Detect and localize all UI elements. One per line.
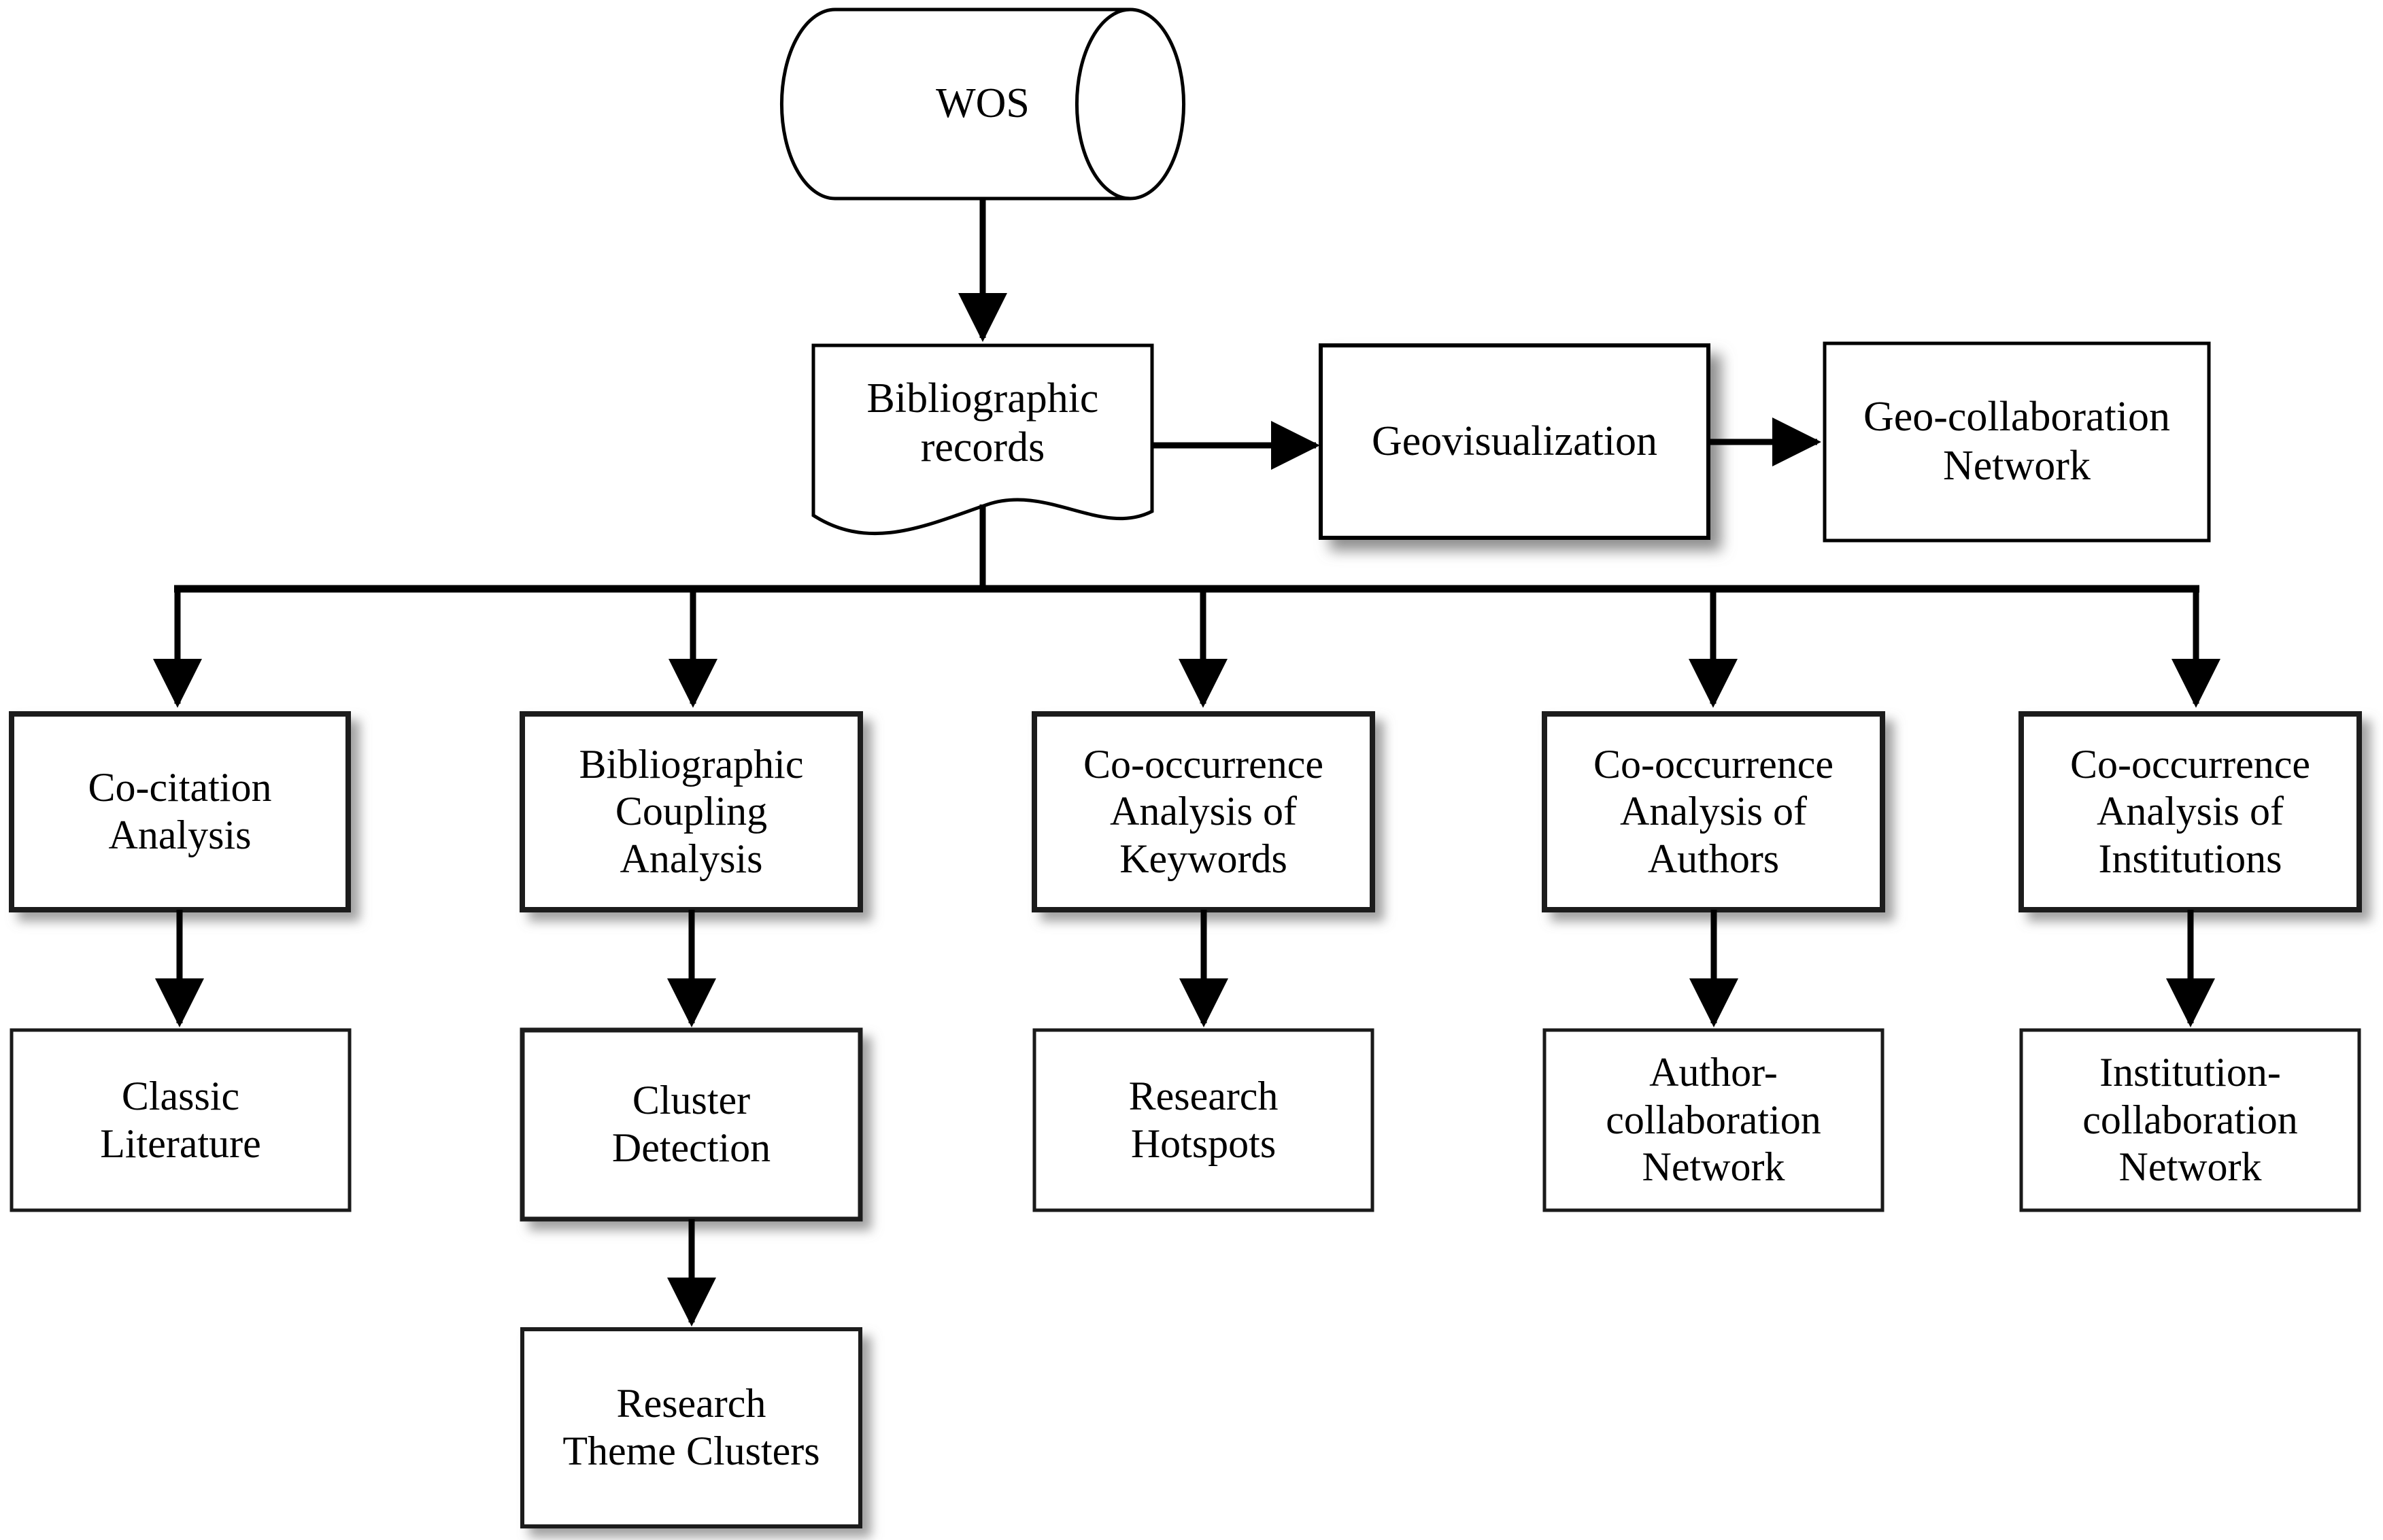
node-classic-literature[interactable]: [10, 1028, 352, 1212]
node-cluster-detection[interactable]: [520, 1027, 863, 1222]
node-co-occurrence-authors[interactable]: [1542, 711, 1885, 912]
node-co-citation-analysis[interactable]: [9, 711, 351, 912]
node-bibliographic-records[interactable]: [811, 343, 1154, 536]
node-geovisualization[interactable]: [1319, 343, 1710, 540]
node-institution-collaboration-network[interactable]: [2019, 1028, 2361, 1212]
node-co-occurrence-keywords[interactable]: [1032, 711, 1375, 912]
edge-bus-bibliographic-records-fanout: [153, 504, 2220, 708]
wos-cylinder-cap: [1075, 7, 1131, 201]
node-bibliographic-coupling-analysis[interactable]: [520, 711, 863, 912]
node-co-occurrence-institutions[interactable]: [2018, 711, 2362, 912]
node-research-theme-clusters[interactable]: [520, 1327, 862, 1528]
node-research-hotspots[interactable]: [1032, 1028, 1374, 1212]
bibliographic-records-document-shape: [811, 343, 1154, 536]
node-wos[interactable]: [779, 7, 1186, 201]
node-geo-collaboration-network[interactable]: [1823, 341, 2211, 543]
wos-cylinder-body: [779, 7, 1186, 201]
node-author-collaboration-network[interactable]: [1542, 1028, 1885, 1212]
